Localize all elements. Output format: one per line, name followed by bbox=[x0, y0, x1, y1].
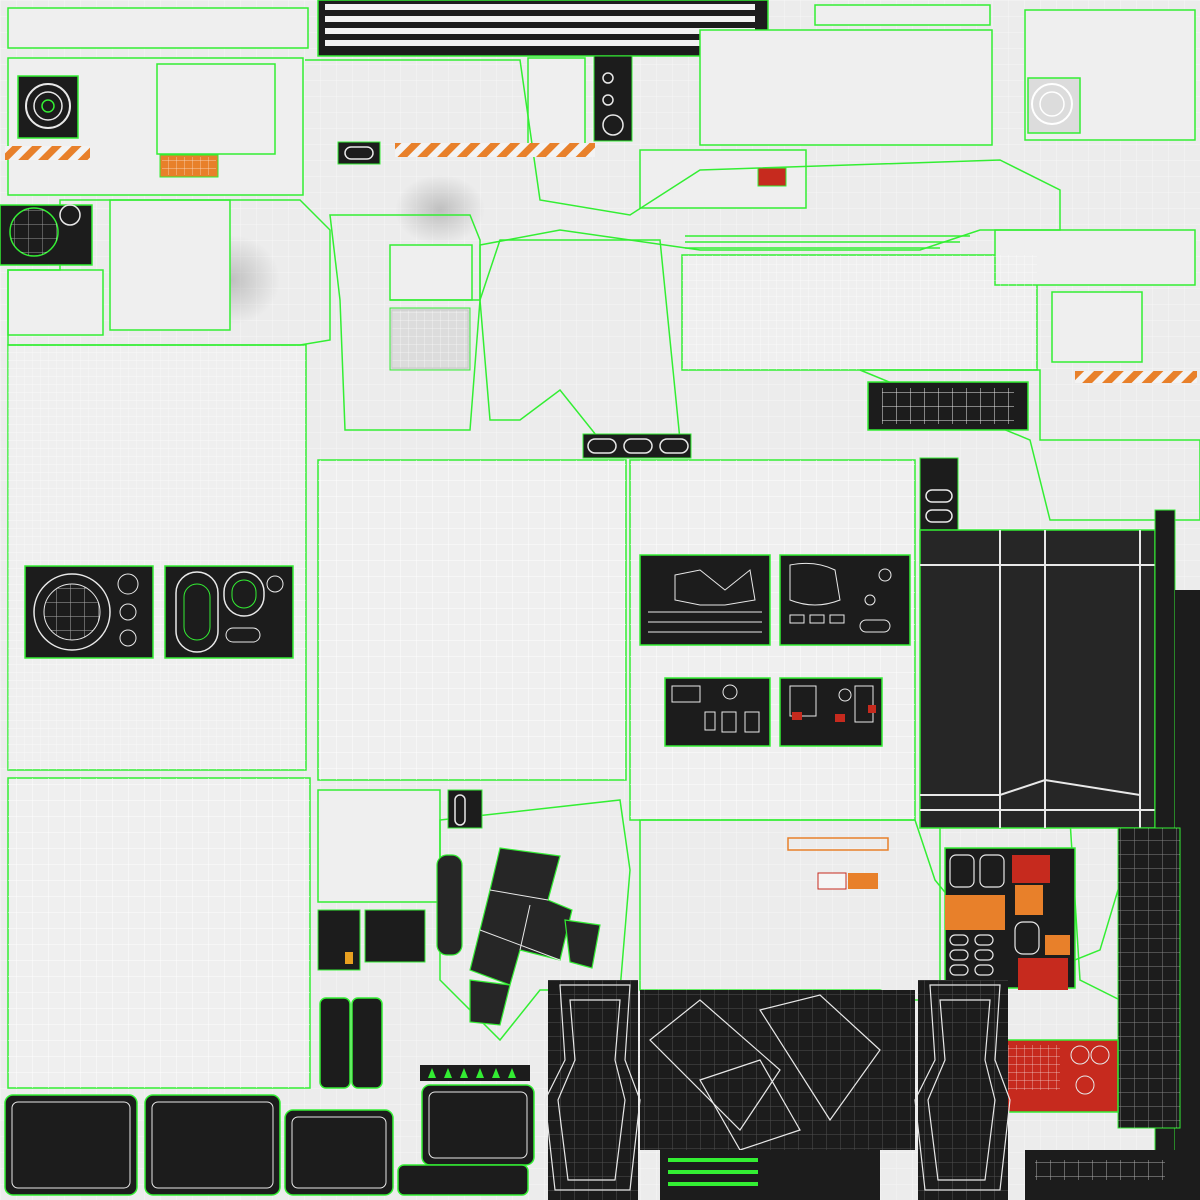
dark-floor-panel bbox=[919, 529, 1156, 829]
bottom-bar-strips bbox=[660, 1150, 1175, 1200]
seat-cushions bbox=[544, 980, 1011, 1200]
arrow-glyph-row bbox=[420, 1065, 530, 1081]
box-pieces bbox=[436, 847, 601, 1026]
pill-button-marks bbox=[344, 72, 953, 826]
red-fan-block bbox=[999, 1039, 1119, 1113]
orange-vent bbox=[159, 154, 219, 178]
fan-tile-top-left bbox=[17, 75, 79, 139]
misc-dark-tiles bbox=[317, 307, 1029, 971]
tiny-stickers bbox=[787, 837, 889, 890]
box-piece-lines bbox=[479, 889, 561, 961]
fan-tile-top-right bbox=[1027, 77, 1081, 134]
bottom-pad-lines bbox=[11, 1091, 528, 1189]
bottom-pads bbox=[4, 997, 535, 1196]
hazard-stripes bbox=[5, 143, 1197, 383]
right-edge-strips bbox=[1117, 509, 1200, 1200]
red-warning-label bbox=[757, 167, 787, 187]
fan-tile-left bbox=[0, 204, 93, 266]
gauge-panel-left bbox=[24, 565, 154, 659]
instrument-panels bbox=[639, 554, 911, 747]
colored-control-block bbox=[944, 847, 1076, 990]
gauge-panel-right bbox=[164, 565, 294, 659]
green-seam-bars bbox=[685, 235, 970, 249]
top-vent-strip bbox=[317, 0, 769, 57]
